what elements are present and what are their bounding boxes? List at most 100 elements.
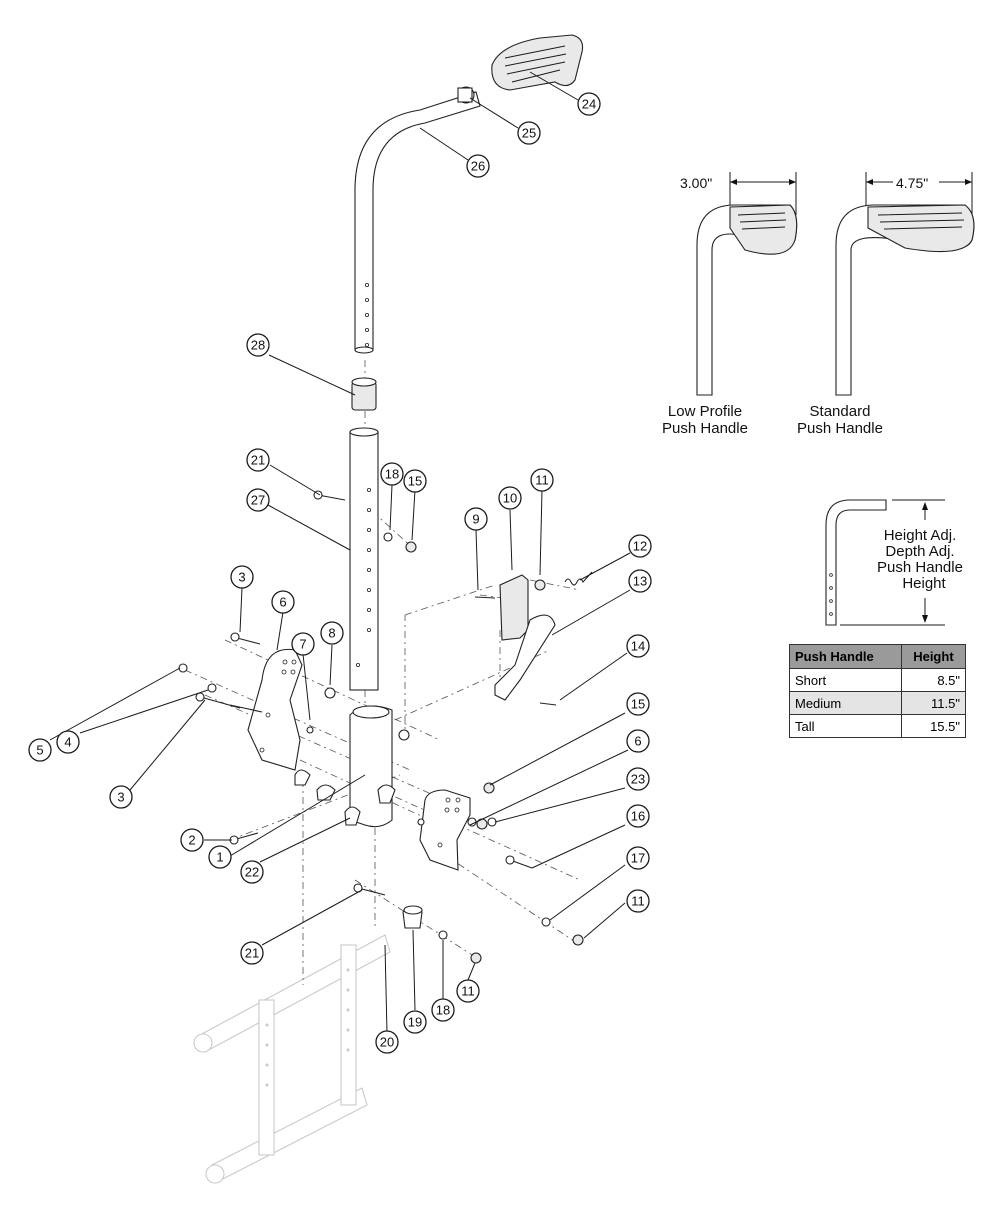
- table-row: Tall 15.5": [789, 714, 967, 738]
- callout-19: 19: [403, 1010, 427, 1034]
- callout-16: 16: [626, 804, 650, 828]
- hardware: [178, 490, 584, 964]
- callout-1: 1: [208, 845, 232, 869]
- callout-28: 28: [246, 333, 270, 357]
- callout-7: 7: [291, 632, 315, 656]
- release-lever: [494, 614, 556, 701]
- callout-2: 2: [180, 828, 204, 852]
- callout-5: 5: [28, 738, 52, 762]
- callout-15: 15: [403, 469, 427, 493]
- table-row: Short 8.5": [789, 668, 967, 692]
- svg-text:15: 15: [631, 697, 645, 712]
- svg-text:15: 15: [408, 474, 422, 489]
- svg-text:21: 21: [251, 453, 265, 468]
- svg-text:17: 17: [631, 851, 645, 866]
- callout-9: 9: [464, 507, 488, 531]
- callout-17: 17: [626, 846, 650, 870]
- svg-text:11: 11: [631, 894, 645, 909]
- table-cell-name: Tall: [789, 714, 902, 738]
- svg-text:25: 25: [522, 126, 536, 141]
- svg-text:4: 4: [64, 735, 71, 750]
- table-row: Medium 11.5": [789, 691, 967, 715]
- callouts: 24 25 26 28 21 27 18 15 11 10 9 12 13 14…: [28, 92, 652, 1054]
- svg-text:8: 8: [328, 626, 335, 641]
- svg-text:16: 16: [631, 809, 645, 824]
- svg-text:27: 27: [251, 493, 265, 508]
- callout-3-lower: 3: [109, 785, 133, 809]
- height-note-line4: Height: [902, 575, 946, 592]
- standard-label-line1: Standard: [810, 403, 871, 420]
- callout-6-right: 6: [626, 729, 650, 753]
- push-handle-tube: [354, 91, 481, 354]
- chair-frame-ghost: [193, 934, 391, 1184]
- table-cell-height: 11.5": [900, 691, 967, 715]
- callout-6-left: 6: [271, 590, 295, 614]
- svg-text:20: 20: [380, 1035, 394, 1050]
- push-handle-height-table: Push Handle Height Short 8.5" Medium 11.…: [789, 644, 967, 738]
- height-note-line2: Depth Adj.: [885, 543, 954, 560]
- handle-grip: [491, 34, 584, 91]
- callout-12: 12: [628, 534, 652, 558]
- svg-text:3: 3: [117, 790, 124, 805]
- table-header-push-handle: Push Handle: [789, 644, 902, 669]
- low-profile-label-line2: Push Handle: [662, 420, 748, 437]
- svg-text:6: 6: [279, 595, 286, 610]
- table-header-height: Height: [900, 644, 967, 669]
- standard-dimension: 4.75": [896, 175, 928, 191]
- svg-text:22: 22: [245, 865, 259, 880]
- table-cell-height: 15.5": [900, 714, 967, 738]
- svg-text:13: 13: [633, 574, 647, 589]
- tube-insert: [351, 377, 377, 411]
- receiver-tube: [349, 427, 379, 691]
- side-plate-right: [419, 789, 471, 871]
- callout-20: 20: [375, 1030, 399, 1054]
- svg-text:23: 23: [631, 772, 645, 787]
- svg-text:10: 10: [503, 491, 517, 506]
- callout-11-lower: 11: [456, 979, 480, 1003]
- standard-handle-view: 4.75" Standard Push Handle: [797, 172, 975, 437]
- low-profile-dimension: 3.00": [680, 175, 712, 191]
- assembly-lines: [184, 91, 581, 985]
- svg-text:5: 5: [36, 743, 43, 758]
- callout-15-right: 15: [626, 692, 650, 716]
- callout-4: 4: [56, 730, 80, 754]
- callout-18-lower: 18: [431, 998, 455, 1022]
- svg-text:12: 12: [633, 539, 647, 554]
- callout-3-upper: 3: [230, 565, 254, 589]
- svg-text:11: 11: [461, 984, 475, 999]
- lever-housing: [499, 574, 529, 641]
- callout-13: 13: [628, 569, 652, 593]
- callout-22: 22: [240, 860, 264, 884]
- svg-text:18: 18: [436, 1003, 450, 1018]
- table-cell-name: Medium: [789, 691, 902, 715]
- spring: [564, 571, 593, 586]
- callout-26: 26: [466, 154, 490, 178]
- svg-text:3: 3: [238, 570, 245, 585]
- height-note-line3: Push Handle: [877, 559, 963, 576]
- low-profile-label-line1: Low Profile: [668, 403, 742, 420]
- callout-25: 25: [517, 121, 541, 145]
- svg-text:24: 24: [582, 97, 596, 112]
- callout-8: 8: [320, 621, 344, 645]
- standard-label-line2: Push Handle: [797, 420, 883, 437]
- leader-lines: [49, 71, 631, 1034]
- callout-21-lower: 21: [240, 941, 264, 965]
- svg-text:6: 6: [634, 734, 641, 749]
- svg-text:19: 19: [408, 1015, 422, 1030]
- callout-14: 14: [626, 634, 650, 658]
- callout-18: 18: [380, 462, 404, 486]
- svg-text:2: 2: [188, 833, 195, 848]
- svg-text:11: 11: [535, 473, 549, 488]
- table-cell-name: Short: [789, 668, 902, 692]
- low-profile-handle-view: 3.00" Low Profile Push Handle: [662, 172, 798, 437]
- height-note-line1: Height Adj.: [884, 527, 957, 544]
- table-header-row: Push Handle Height: [789, 644, 967, 669]
- svg-text:7: 7: [299, 637, 306, 652]
- callout-10: 10: [498, 486, 522, 510]
- svg-text:18: 18: [385, 467, 399, 482]
- height-detail-view: Height Adj. Depth Adj. Push Handle Heigh…: [825, 499, 963, 626]
- svg-text:21: 21: [245, 946, 259, 961]
- svg-text:1: 1: [216, 850, 223, 865]
- plug-bushing: [457, 86, 475, 104]
